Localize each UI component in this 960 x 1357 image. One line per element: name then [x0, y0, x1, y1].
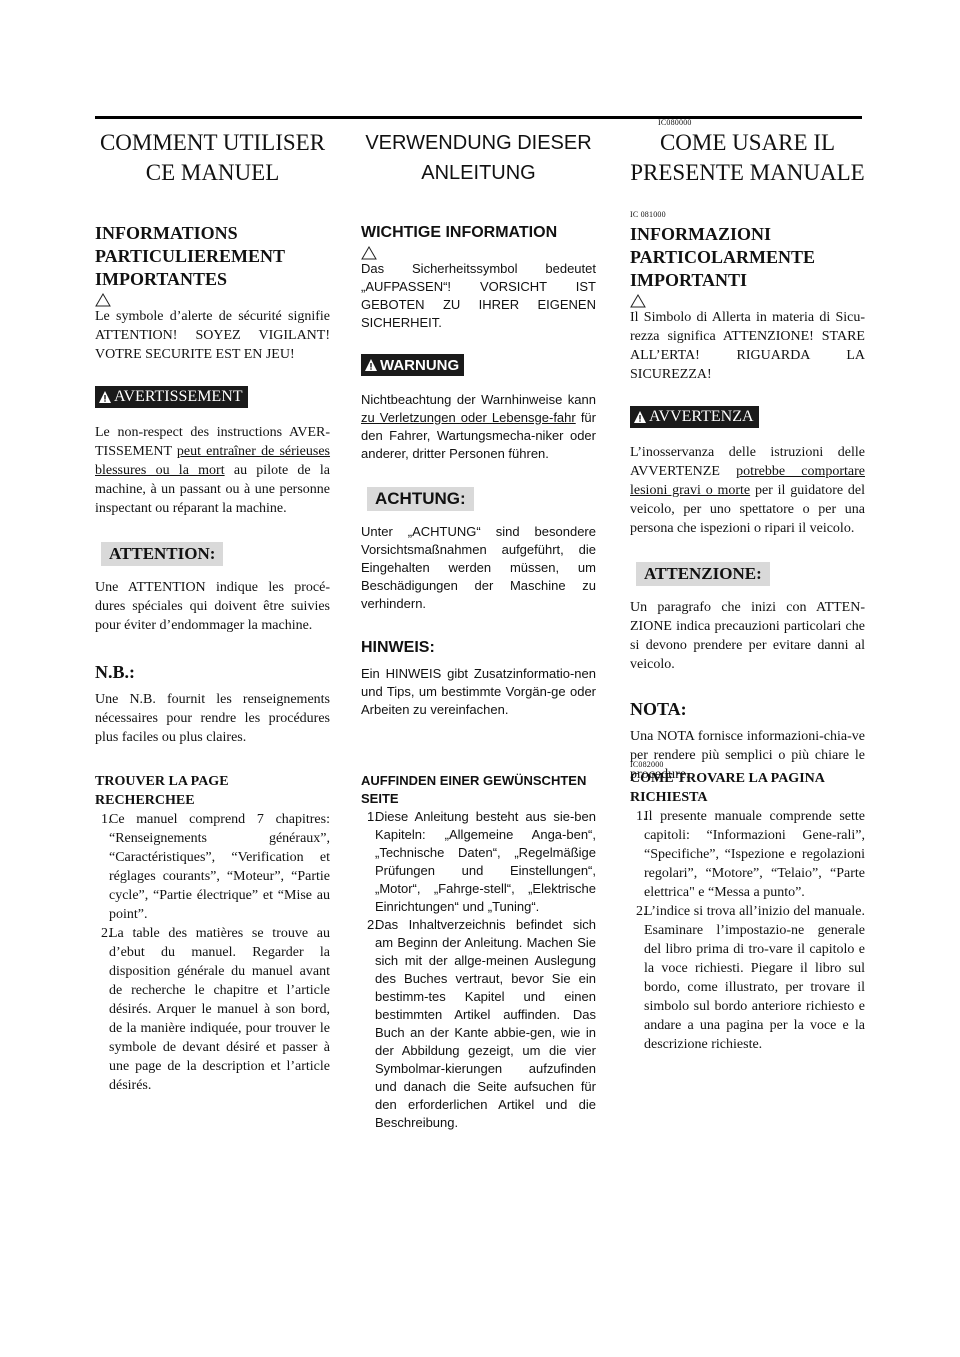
page-title: COME USARE IL PRESENTE MANUALE — [630, 130, 865, 185]
warning-paragraph: Nichtbeachtung der Warnhinweise kann zu … — [361, 392, 596, 461]
note-heading: NOTA: — [630, 699, 687, 719]
steps-list: 1.Diese Anleitung besteht aus sie-ben Ka… — [361, 808, 596, 1132]
list-item: 1.Diese Anleitung besteht aus sie-ben Ka… — [367, 809, 596, 914]
caution-paragraph: Une ATTENTION indique les procé-dures sp… — [95, 580, 330, 633]
steps-list: 1.Ce manuel comprend 7 chapitres: “Rense… — [95, 810, 330, 1095]
warning-label: AVVERTENZA — [649, 408, 754, 425]
steps-list: 1.Il presente manuale comprende sette ca… — [630, 807, 865, 1054]
warning-label: AVERTISSEMENT — [114, 388, 243, 405]
column-german: VERWENDUNG DIESER ANLEITUNG WICHTIGE INF… — [361, 118, 596, 1130]
column-italian: IC080000 COME USARE IL PRESENTE MANUALE … — [630, 118, 865, 1052]
caution-badge: ATTENTION: — [101, 542, 224, 566]
find-page-heading: AUFFINDEN EINER GEWÜNSCHTEN SEITE — [361, 773, 587, 806]
warning-label: WARNUNG — [380, 356, 460, 374]
section-heading-important-info: INFORMATIONS PARTICULIEREMENT IMPORTANTE… — [95, 223, 285, 289]
list-item: 2.Das Inhaltverzeichnis befindet sich am… — [367, 917, 596, 1130]
note-paragraph: Une N.B. fournit les renseignements néce… — [95, 692, 330, 745]
note-paragraph: Ein HINWEIS gibt Zusatzinformatio-nen un… — [361, 666, 596, 717]
warning-icon — [634, 411, 646, 423]
info-paragraph: Il Simbolo di Allerta in materia di Sicu… — [630, 310, 865, 382]
list-item: 2.L’indice si trova all’inizio del manua… — [636, 904, 865, 1052]
note-heading: HINWEIS: — [361, 639, 435, 656]
find-page-heading: COME TROVARE LA PAGINA RICHIESTA — [630, 771, 825, 805]
caution-badge: ACHTUNG: — [367, 487, 474, 511]
section-heading-important-info: INFORMAZIONI PARTICOLARMENTE IMPORTANTI — [630, 224, 816, 290]
section-heading-important-info: WICHTIGE INFORMATION — [361, 224, 558, 241]
doc-code: IC080000 — [658, 118, 692, 127]
find-page-heading: TROUVER LA PAGE RECHERCHEE — [95, 774, 229, 808]
list-item: 1.Il presente manuale comprende sette ca… — [636, 809, 865, 900]
list-item: 1.Ce manuel comprend 7 chapitres: “Rense… — [101, 812, 330, 922]
page-title: VERWENDUNG DIESER ANLEITUNG — [365, 132, 592, 184]
page-title: COMMENT UTILISER CE MANUEL — [99, 130, 326, 185]
info-paragraph: Le symbole d’alerte de sécurité signifie… — [95, 309, 330, 362]
warning-badge: WARNUNG — [361, 354, 465, 376]
caution-paragraph: Unter „ACHTUNG“ sind besondere Vorsichts… — [361, 524, 596, 611]
safety-alert-icon — [95, 293, 111, 307]
warning-badge: AVVERTENZA — [630, 406, 759, 428]
warning-icon — [99, 391, 111, 403]
list-item: 2.La table des matières se trouve au d’e… — [101, 926, 330, 1093]
caution-paragraph: Un paragrafo che inizi con ATTEN-ZIONE i… — [630, 600, 865, 672]
warning-paragraph: Le non-respect des instructions AVER-TIS… — [95, 425, 331, 516]
header-rule — [95, 116, 862, 119]
warning-badge: AVERTISSEMENT — [95, 386, 248, 408]
warning-icon — [365, 359, 377, 371]
note-heading: N.B.: — [95, 662, 135, 682]
caution-badge: ATTENZIONE: — [636, 562, 770, 586]
safety-alert-icon — [361, 246, 377, 260]
column-french: COMMENT UTILISER CE MANUEL INFORMATIONS … — [95, 118, 330, 1093]
safety-alert-icon — [630, 294, 646, 308]
warning-paragraph: L’inosservanza delle istruzioni delle AV… — [630, 445, 865, 536]
doc-code: IC082000 — [630, 760, 664, 769]
doc-code: IC 081000 — [630, 210, 666, 219]
note-paragraph: Una NOTA fornisce informazioni-chia-ve p… — [630, 729, 865, 782]
info-paragraph: Das Sicherheitssymbol bedeutet „AUFPASSE… — [361, 261, 596, 330]
